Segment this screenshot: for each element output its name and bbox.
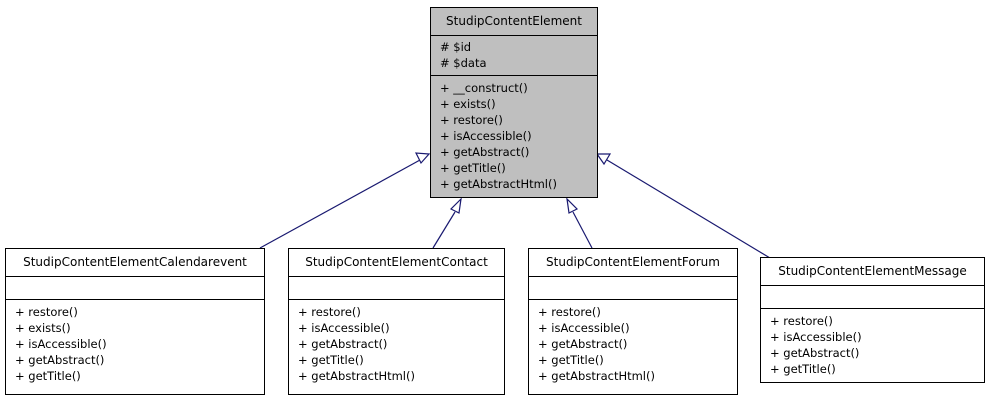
- operations-compartment: + restore() + exists() + isAccessible() …: [6, 300, 264, 388]
- operation: + restore(): [538, 305, 601, 319]
- arrowhead-message: [595, 153, 612, 166]
- operation: + getAbstractHtml(): [440, 177, 557, 191]
- class-title: StudipContentElement: [431, 8, 597, 36]
- operation: + restore(): [440, 113, 503, 127]
- class-studipcontentelementcontact: StudipContentElementContact + restore() …: [288, 248, 505, 395]
- operations-compartment: + __construct() + exists() + restore() +…: [431, 76, 597, 196]
- edge-forum: [572, 211, 593, 249]
- operation: + getTitle(): [440, 161, 506, 175]
- operation: + exists(): [15, 321, 71, 335]
- class-studipcontentelementforum: StudipContentElementForum + restore() + …: [528, 248, 738, 395]
- operation: + getAbstract(): [298, 337, 388, 351]
- operation: + restore(): [770, 314, 833, 328]
- arrowhead-calendarevent: [414, 152, 431, 165]
- arrowhead-contact: [449, 197, 462, 214]
- attributes-compartment: # $id # $data: [431, 36, 597, 76]
- operation: + isAccessible(): [538, 321, 630, 335]
- attribute: # $data: [440, 56, 487, 70]
- operation: + restore(): [15, 305, 78, 319]
- class-title: StudipContentElementContact: [289, 249, 504, 277]
- operation: + getTitle(): [298, 353, 364, 367]
- class-studipcontentelementcalendarevent: StudipContentElementCalendarevent + rest…: [5, 248, 265, 395]
- arrowhead-forum: [566, 197, 579, 214]
- attribute: # $id: [440, 40, 472, 54]
- operation: + getAbstract(): [15, 353, 105, 367]
- attributes-compartment: [289, 277, 504, 300]
- operation: + getAbstract(): [770, 346, 860, 360]
- operation: + getTitle(): [15, 369, 81, 383]
- operation: + getTitle(): [538, 353, 604, 367]
- class-studipcontentelement: StudipContentElement # $id # $data + __c…: [430, 7, 598, 198]
- attributes-compartment: [761, 286, 984, 309]
- operation: + getAbstract(): [440, 145, 530, 159]
- class-title: StudipContentElementMessage: [761, 258, 984, 286]
- operation: + getAbstract(): [538, 337, 628, 351]
- operation: + isAccessible(): [770, 330, 862, 344]
- operation: + __construct(): [440, 81, 528, 95]
- operation: + isAccessible(): [440, 129, 532, 143]
- class-title: StudipContentElementCalendarevent: [6, 249, 264, 277]
- class-title: StudipContentElementForum: [529, 249, 737, 277]
- operations-compartment: + restore() + isAccessible() + getAbstra…: [289, 300, 504, 388]
- operations-compartment: + restore() + isAccessible() + getAbstra…: [529, 300, 737, 388]
- operation: + isAccessible(): [298, 321, 390, 335]
- operation: + getTitle(): [770, 362, 836, 376]
- operation: + getAbstractHtml(): [298, 369, 415, 383]
- operation: + isAccessible(): [15, 337, 107, 351]
- operation: + exists(): [440, 97, 496, 111]
- operation: + restore(): [298, 305, 361, 319]
- attributes-compartment: [529, 277, 737, 300]
- class-studipcontentelementmessage: StudipContentElementMessage + restore() …: [760, 257, 985, 383]
- attributes-compartment: [6, 277, 264, 300]
- edge-message: [606, 159, 771, 259]
- operation: + getAbstractHtml(): [538, 369, 655, 383]
- operations-compartment: + restore() + isAccessible() + getAbstra…: [761, 309, 984, 381]
- edge-calendarevent: [259, 159, 421, 249]
- edge-contact: [432, 211, 456, 249]
